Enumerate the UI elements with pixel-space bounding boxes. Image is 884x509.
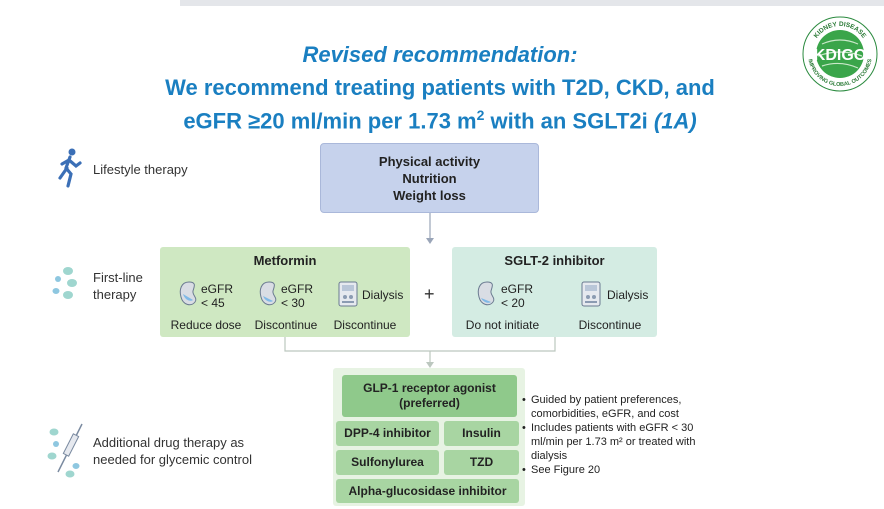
lifestyle-therapy-label: Lifestyle therapy	[93, 162, 188, 177]
metformin-dialysis: Dialysis	[362, 288, 404, 302]
top-toolbar-strip	[180, 0, 884, 6]
first-line-label: First-line therapy	[93, 270, 143, 302]
reduce-dose-label: Reduce dose	[170, 318, 242, 332]
discontinue-label: Discontinue	[254, 318, 318, 332]
title-line-1: Revised recommendation:	[302, 42, 578, 67]
glp1-box: GLP-1 receptor agonist (preferred)	[342, 375, 517, 417]
discontinue-label: Discontinue	[578, 318, 642, 332]
plus-sign: +	[424, 284, 435, 304]
kidney-icon	[477, 281, 495, 306]
sglt2-dialysis: Dialysis	[607, 288, 649, 302]
tzd-box: TZD	[444, 450, 519, 475]
note-item: See Figure 20	[522, 463, 722, 477]
sglt2-title: SGLT-2 inhibitor	[504, 253, 605, 268]
additional-therapy-label: Additional drug therapy as needed for gl…	[93, 435, 252, 467]
sglt2-egfr-20: eGFR < 20	[501, 282, 534, 310]
syringe-pills-icon	[47, 423, 83, 478]
dpp4-box: DPP-4 inhibitor	[336, 421, 439, 446]
notes-list: Guided by patient preferences, comorbidi…	[522, 393, 722, 477]
sulfonylurea-box: Sulfonylurea	[336, 450, 439, 475]
runner-icon	[58, 148, 82, 188]
metformin-egfr-30: eGFR < 30	[281, 282, 314, 310]
dialysis-machine-icon	[581, 281, 601, 307]
title-line-3: eGFR ≥20 ml/min per 1.73 m2 with an SGLT…	[183, 107, 697, 134]
insulin-box: Insulin	[444, 421, 519, 446]
kidney-icon	[179, 281, 197, 306]
svg-text:KDIGO: KDIGO	[814, 47, 866, 64]
kdigo-logo: KIDNEY DISEASE IMPROVING GLOBAL OUTCOMES…	[800, 14, 880, 94]
title-line-2: We recommend treating patients with T2D,…	[165, 75, 715, 100]
metformin-title: Metformin	[253, 253, 317, 268]
alpha-glucosidase-box: Alpha-glucosidase inhibitor	[336, 479, 519, 503]
note-item: Includes patients with eGFR < 30 ml/min …	[522, 421, 722, 463]
discontinue-label: Discontinue	[333, 318, 397, 332]
kidney-icon	[259, 281, 277, 306]
lifestyle-item: Physical activity	[378, 153, 481, 169]
lifestyle-item: Weight loss	[393, 187, 466, 203]
note-item: Guided by patient preferences, comorbidi…	[522, 393, 722, 421]
do-not-initiate-label: Do not initiate	[465, 318, 540, 332]
lifestyle-box: Physical activity Nutrition Weight loss	[320, 143, 539, 213]
lifestyle-item: Nutrition	[402, 170, 457, 186]
metformin-egfr-45: eGFR < 45	[201, 282, 234, 310]
metformin-panel	[160, 247, 410, 337]
dialysis-machine-icon	[338, 281, 358, 307]
pills-icon	[52, 267, 77, 299]
